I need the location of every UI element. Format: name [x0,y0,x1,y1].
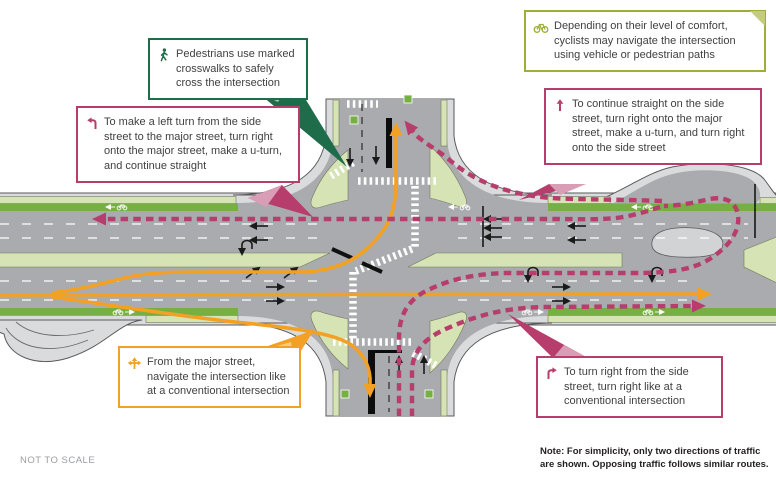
route-orange-left-turn [51,122,403,295]
leader-right-turn [508,314,588,358]
bike-crossing-marker [349,115,359,125]
top-verge-left [0,196,237,204]
bike-symbol-west [448,204,471,211]
route-orange-right-turn [51,295,377,398]
leader-right-turn-fold [553,345,588,358]
median-crossing-diagonal [354,245,414,275]
island-se [429,311,467,374]
north-median-barrier [386,118,392,168]
side-verge-se [440,369,448,417]
median-west [0,252,331,268]
leader-straight-fold [549,184,586,195]
callout-left-turn: To make a left turn from the side street… [76,106,300,183]
side-street-north-roadway [240,99,545,203]
bike-symbol-east [521,309,544,316]
side-verge-sw [332,369,340,417]
bike-lane-bottom-east [548,308,776,316]
centerlines [361,104,390,412]
island-nw [310,149,349,209]
callout-cyclist-text: Depending on their level of comfort, cyc… [554,20,736,62]
right-turn-arrow-icon [547,367,557,379]
bottom-verge-right [547,315,776,323]
leader-left-turn-fold [248,185,282,207]
left-bulb-lane-lines [5,321,95,349]
median-east [407,252,623,268]
bike-symbol-west [105,204,128,211]
south-barrier-cap [368,350,402,353]
left-uturn-bulb-casing [0,319,143,362]
callout-right-turn-text: To turn right from the side street, turn… [564,366,689,408]
folded-corner [750,11,765,26]
pedestrian-icon [160,48,168,62]
channelizer-bars [331,247,383,274]
callout-cyclist: Depending on their level of comfort, cyc… [524,10,766,73]
callout-left-turn-text: To make a left turn from the side street… [104,116,282,173]
not-to-scale-label: NOT TO SCALE [20,455,96,466]
uturn-arrow-marking [238,239,253,256]
lane-lines [0,223,748,301]
route-orange-straight [0,287,712,301]
island-sw [310,310,349,370]
callout-straight: To continue straight on the side street,… [544,88,762,165]
route-pink-right-onto-side-street [404,120,663,204]
route-pink-continue-west [92,204,661,226]
orange-routes [0,122,712,398]
bike-crossing-marker [340,389,350,399]
bike-symbol-east [112,309,135,316]
bike-crossing-marker [403,94,413,104]
up-arrow-icon [556,99,564,111]
bike-lane-top-east [548,203,776,211]
callout-pedestrian: Pedestrians use marked crosswalks to saf… [148,38,308,101]
uturn-arrow-marking [524,266,539,283]
callout-right-turn: To turn right from the side street, turn… [536,356,723,419]
bicycle-icon [533,23,549,33]
bike-symbol-east [642,309,665,316]
callout-major-street-text: From the major street, navigate the inte… [147,356,290,398]
side-verge-nw [332,99,340,147]
callout-straight-text: To continue straight on the side street,… [572,98,745,155]
all-directions-arrow-icon [127,357,142,369]
side-street-south-roadway [240,316,545,416]
route-pink-right-turn [409,299,706,416]
bike-crossing-marker [424,389,434,399]
median-far-east [743,236,776,283]
simplification-note: Note: For simplicity, only two direction… [540,446,769,470]
left-uturn-arrow-icon [87,117,97,129]
side-verge-ne [440,99,448,147]
callout-major-street: From the major street, navigate the inte… [118,346,301,409]
bike-lane-bottom-west [0,308,238,316]
crosswalk-north-channel [329,158,356,180]
pink-routes [92,120,741,416]
top-verge-far-right [759,197,776,204]
uturn-median-nose [651,227,724,258]
callout-pedestrian-text: Pedestrians use marked crosswalks to saf… [176,48,295,90]
